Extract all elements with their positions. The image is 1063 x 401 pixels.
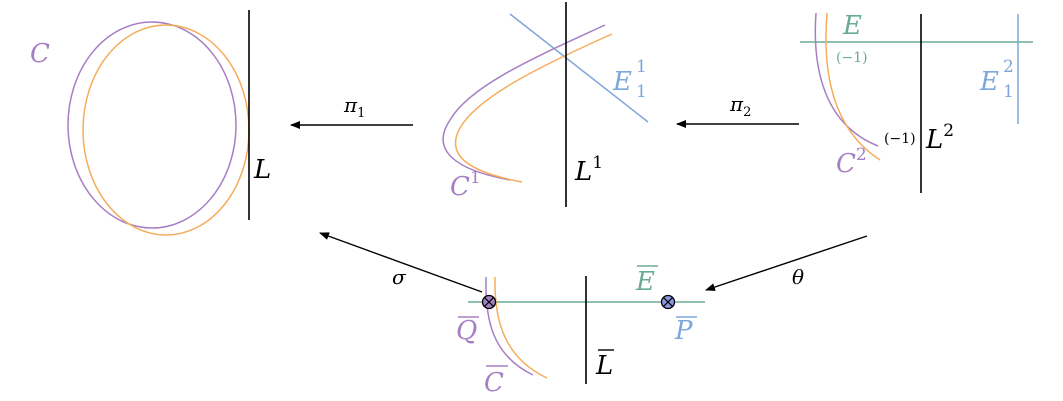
arrows: π1 π2 σ θ	[290, 92, 868, 293]
label-l1: L1	[574, 153, 603, 187]
label-c1-main: C	[450, 172, 470, 202]
point-p-cross	[662, 296, 674, 308]
panel-1: C L	[30, 10, 271, 236]
label-c2-main: C	[836, 149, 856, 179]
label-l1-sup: 1	[592, 153, 603, 173]
label-l2-sup: 2	[943, 121, 954, 141]
label-e1-2-main: E	[979, 67, 999, 97]
curve-c-purple	[67, 21, 237, 229]
label-l-bar: L	[595, 351, 613, 381]
point-q-marker	[481, 294, 497, 310]
label-pi2-main: π	[729, 92, 744, 116]
label-l2-main: L	[925, 125, 943, 155]
label-c1-sup: 1	[470, 168, 481, 188]
arrow-theta	[705, 235, 868, 291]
label-pi2-sub: 2	[743, 105, 751, 120]
label-p-bar: P	[674, 316, 693, 346]
label-e1-1-main: E	[612, 67, 632, 97]
label-e1-2-sub: 1	[1003, 82, 1014, 102]
label-pi2: π2	[729, 92, 751, 120]
point-q-cross	[483, 296, 495, 308]
label-e-self-intersection: (−1)	[836, 50, 868, 66]
label-c1: C1	[450, 168, 481, 202]
label-pi1: π1	[343, 93, 365, 121]
label-e1-1-sup: 1	[636, 57, 647, 77]
exceptional-line-e1-1	[509, 13, 649, 123]
arrow-sigma	[319, 232, 483, 293]
panel-4: E Q P C L	[456, 265, 705, 398]
label-c2-sup: 2	[856, 145, 867, 165]
label-c2: C2	[836, 145, 867, 179]
label-l1-main: L	[574, 157, 592, 187]
curve-c1-orange	[454, 33, 613, 183]
label-theta: θ	[792, 265, 804, 289]
label-pi1-sub: 1	[357, 106, 365, 121]
label-sigma: σ	[392, 265, 407, 289]
point-p-marker	[660, 294, 676, 310]
label-pi1-main: π	[343, 93, 358, 117]
curve-c-bar-orange	[494, 276, 548, 379]
label-q-bar: Q	[456, 316, 477, 346]
curve-c1-purple	[442, 24, 606, 181]
label-e-bar: E	[635, 267, 655, 297]
curve-c2-orange	[825, 12, 881, 161]
panel-3: E (−1) E 2 1 (−1) L2 C2	[800, 11, 1033, 193]
label-l2: L2	[925, 121, 954, 155]
label-e: E	[842, 11, 862, 41]
curve-c-bar-purple	[485, 276, 534, 376]
label-l: L	[253, 155, 271, 185]
panel-2: C1 E 1 1 L1	[442, 2, 649, 207]
label-c: C	[30, 39, 50, 69]
label-e1-2-sup: 2	[1003, 57, 1014, 77]
curve-c2-purple	[814, 12, 879, 147]
curve-c-orange	[82, 24, 250, 236]
label-l2-self-intersection: (−1)	[884, 131, 916, 147]
label-c-bar: C	[484, 368, 504, 398]
label-e1-1-sub: 1	[636, 82, 647, 102]
